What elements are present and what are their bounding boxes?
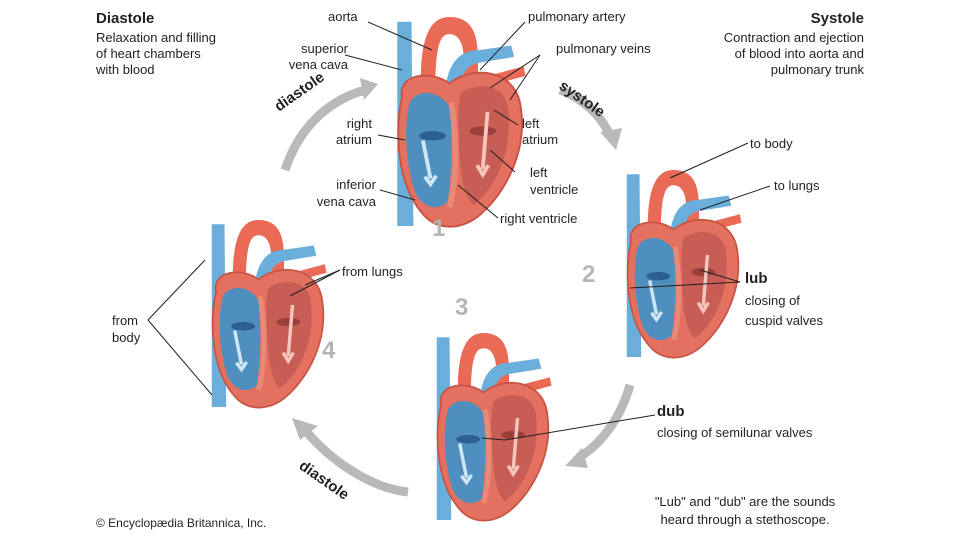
label-from-lungs: from lungs — [342, 264, 403, 279]
diastole-title: Diastole — [96, 10, 154, 28]
arrow-to-3 — [578, 385, 630, 458]
label-to-lungs: to lungs — [774, 178, 820, 193]
copyright-text: © Encyclopædia Britannica, Inc. — [96, 516, 266, 531]
label-inferior-vena-cava-line-2: vena cava — [317, 194, 376, 209]
diastole-desc-line-2: of heart chambers — [96, 46, 201, 61]
systole-desc-line-2: of blood into aorta and — [735, 46, 864, 61]
systole-title: Systole — [811, 10, 864, 28]
label-pulmonary-artery: pulmonary artery — [528, 9, 626, 24]
label-left-atrium-line-2: atrium — [522, 132, 558, 147]
diastole-desc-line-1: Relaxation and filling — [96, 30, 216, 45]
step-number-1: 1 — [432, 217, 445, 241]
footnote-line-2: heard through a stethoscope. — [620, 512, 870, 527]
label-right-atrium-line-1: right — [347, 116, 372, 131]
label-pulmonary-veins: pulmonary veins — [556, 41, 651, 56]
heart-3 — [437, 333, 552, 521]
label-from-body-line-2: body — [112, 330, 140, 345]
step-number-3: 3 — [455, 296, 468, 320]
label-dub: dub — [657, 404, 685, 419]
label-lub: lub — [745, 271, 768, 286]
label-lub-desc-line-2: cuspid valves — [745, 313, 823, 328]
step-number-2: 2 — [582, 263, 595, 287]
heart-1 — [397, 17, 525, 227]
heart-2 — [627, 170, 742, 358]
label-dub-desc: closing of semilunar valves — [657, 425, 812, 440]
step-number-4: 4 — [322, 339, 335, 363]
label-lub-desc-line-1: closing of — [745, 293, 800, 308]
heart-4 — [212, 220, 327, 408]
label-superior-vena-cava-line-2: vena cava — [289, 57, 348, 72]
footnote-line-1: "Lub" and "dub" are the sounds — [620, 494, 870, 509]
label-right-ventricle: right ventricle — [500, 211, 577, 226]
label-left-ventricle-line-1: left — [530, 165, 547, 180]
label-inferior-vena-cava-line-1: inferior — [336, 177, 376, 192]
label-left-ventricle-line-2: ventricle — [530, 182, 578, 197]
label-aorta: aorta — [328, 9, 358, 24]
diastole-desc-line-3: with blood — [96, 62, 155, 77]
label-left-atrium-line-1: left — [522, 116, 539, 131]
systole-desc-line-1: Contraction and ejection — [724, 30, 864, 45]
systole-desc-line-3: pulmonary trunk — [771, 62, 864, 77]
label-from-body-line-1: from — [112, 313, 138, 328]
label-to-body: to body — [750, 136, 793, 151]
label-right-atrium-line-2: atrium — [336, 132, 372, 147]
label-superior-vena-cava-line-1: superior — [301, 41, 348, 56]
